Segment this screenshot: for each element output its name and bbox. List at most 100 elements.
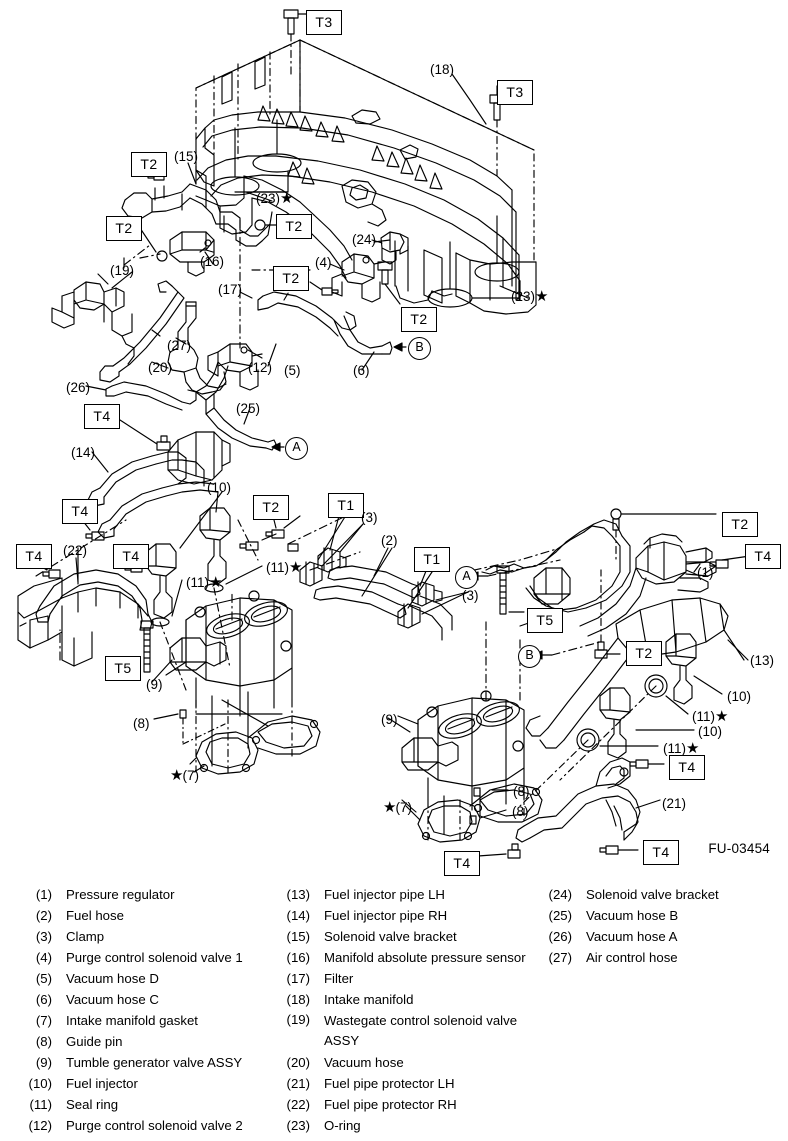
o-ring-group-left (210, 119, 302, 196)
legend-item-label: Guide pin (66, 1034, 123, 1049)
fuel-injector-right-1 (665, 633, 697, 705)
parts-legend: (1)Pressure regulator(2)Fuel hose(3)Clam… (0, 884, 788, 1141)
legend-item-label: Fuel pipe protector LH (324, 1076, 455, 1091)
legend-item: (8)Guide pin (10, 1031, 268, 1052)
intake-manifold-gasket-left (195, 715, 321, 775)
fuel-pipe-protector-rh-22 (17, 569, 153, 667)
solenoid-bracket-24 (380, 231, 409, 265)
callout-number: (26) (66, 380, 91, 395)
legend-item-label: Intake manifold (324, 992, 414, 1007)
part-callout-c11-b: (11)★ (186, 575, 223, 590)
legend-item-label: Purge control solenoid valve 1 (66, 950, 243, 965)
vacuum-hose-20 (127, 329, 161, 365)
part-callout-c16: (16) (200, 255, 224, 269)
legend-item-label: Intake manifold gasket (66, 1013, 198, 1028)
callout-number: (1) (697, 565, 714, 580)
legend-column-1: (1)Pressure regulator(2)Fuel hose(3)Clam… (10, 884, 268, 1136)
solenoid-valve-bracket-15 (121, 165, 273, 247)
torque-label-t1-clamp-left: T1 (328, 493, 364, 518)
callout-number: (3) (361, 510, 378, 525)
legend-item: (19)Wastegate control solenoid valve ASS… (268, 1010, 530, 1052)
drawing-code: FU-03454 (708, 841, 770, 856)
legend-item: (18) Intake manifold (268, 989, 530, 1010)
part-callout-c2: (2) (381, 534, 398, 548)
legend-item-label: Fuel injector pipe RH (324, 908, 448, 923)
callout-number: (10) (698, 724, 723, 739)
legend-item: (24)Solenoid valve bracket (530, 884, 785, 905)
legend-item-number: (25) (548, 908, 572, 923)
bolt-injector-mid-2 (239, 541, 259, 551)
pressure-regulator-1 (635, 533, 717, 593)
clamp-left-lower (299, 561, 323, 587)
torque-label-t2-mid-left: T2 (106, 216, 142, 241)
part-callout-c14: (14) (71, 446, 95, 460)
legend-item-label: Fuel hose (66, 908, 124, 923)
legend-item: (2)Fuel hose (10, 905, 268, 926)
legend-item-number: (9) (35, 1055, 52, 1070)
legend-item-number: (23) (286, 1118, 310, 1133)
part-callout-c9-left: (9) (146, 678, 163, 692)
legend-item-number: (7) (35, 1013, 52, 1028)
vacuum-hose-b-25 (195, 361, 277, 451)
bolt-map-sensor (156, 250, 168, 262)
callout-number: (23) (256, 191, 281, 206)
wastegate-solenoid-19 (51, 281, 133, 337)
callout-number: (4) (315, 255, 332, 270)
fuel-hose-lower (313, 585, 407, 619)
bolt-rail-right-small (287, 543, 299, 552)
legend-item-label: Pressure regulator (66, 887, 175, 902)
torque-label-t2-center-right: T2 (401, 307, 437, 332)
torque-label-t2-upper-left: T2 (131, 152, 167, 177)
callout-number: (3) (462, 588, 479, 603)
star-icon: ★ (289, 559, 302, 576)
legend-item-label: Air control hose (586, 950, 678, 965)
torque-label-t2-center: T2 (273, 266, 309, 291)
callout-number: (13) (750, 653, 775, 668)
legend-item-number: (10) (28, 1076, 52, 1091)
callout-number: (7) (182, 768, 199, 783)
reference-circle-ref-a-lower: A (455, 566, 478, 589)
legend-item-label: Vacuum hose (324, 1055, 404, 1070)
callout-number: (18) (430, 62, 455, 77)
bolt-pipe-rh-left (85, 531, 105, 541)
torque-label-t4-vacuum-left: T4 (84, 404, 120, 429)
legend-item-number: (15) (286, 929, 310, 944)
intake-manifold-body (123, 39, 537, 315)
callout-number: (27) (167, 338, 192, 353)
callout-number: (6) (353, 363, 370, 378)
legend-item: (3)Clamp (10, 926, 268, 947)
fuel-injector-right-2 (599, 687, 631, 759)
legend-item-number: (22) (286, 1097, 310, 1112)
fuel-injector-left-2 (145, 543, 177, 627)
callout-number: (10) (207, 480, 232, 495)
part-callout-c27: (27) (167, 339, 191, 353)
legend-item-label: Purge control solenoid valve 2 (66, 1118, 243, 1133)
part-callout-c11-a: (11)★ (266, 559, 303, 576)
bolt-t2-right-upper (610, 508, 717, 531)
legend-item: (17)Filter (268, 968, 530, 989)
legend-item-label: Tumble generator valve ASSY (66, 1055, 243, 1070)
callout-number: (12) (248, 360, 273, 375)
legend-item-number: (26) (548, 929, 572, 944)
torque-label-t4-right-edge: T4 (745, 544, 781, 569)
callout-number: (8) (512, 804, 529, 819)
bolt-t5-center (496, 565, 525, 615)
callout-number: (22) (63, 543, 88, 558)
tumble-generator-valve-right (401, 690, 525, 811)
clamp-right-lower (397, 603, 421, 629)
fuel-injector-left-1 (199, 507, 231, 593)
o-ring-group-right (427, 215, 520, 308)
callout-number: (11) (266, 560, 290, 575)
torque-label-t2-right-upper: T2 (722, 512, 758, 537)
legend-item-number: (18) (286, 992, 310, 1007)
part-callout-c5: (5) (284, 364, 301, 378)
vacuum-hose-c-6 (333, 315, 393, 355)
bolt-purge-4 (321, 287, 339, 296)
reference-circle-ref-b-upper: B (408, 337, 431, 360)
legend-item: (4)Purge control solenoid valve 1 (10, 947, 268, 968)
star-icon: ★ (170, 767, 183, 784)
callout-number: (19) (110, 263, 135, 278)
legend-item-label: Filter (324, 971, 354, 986)
torque-label-t5-left: T5 (105, 656, 141, 681)
part-callout-c6: (6) (353, 364, 370, 378)
